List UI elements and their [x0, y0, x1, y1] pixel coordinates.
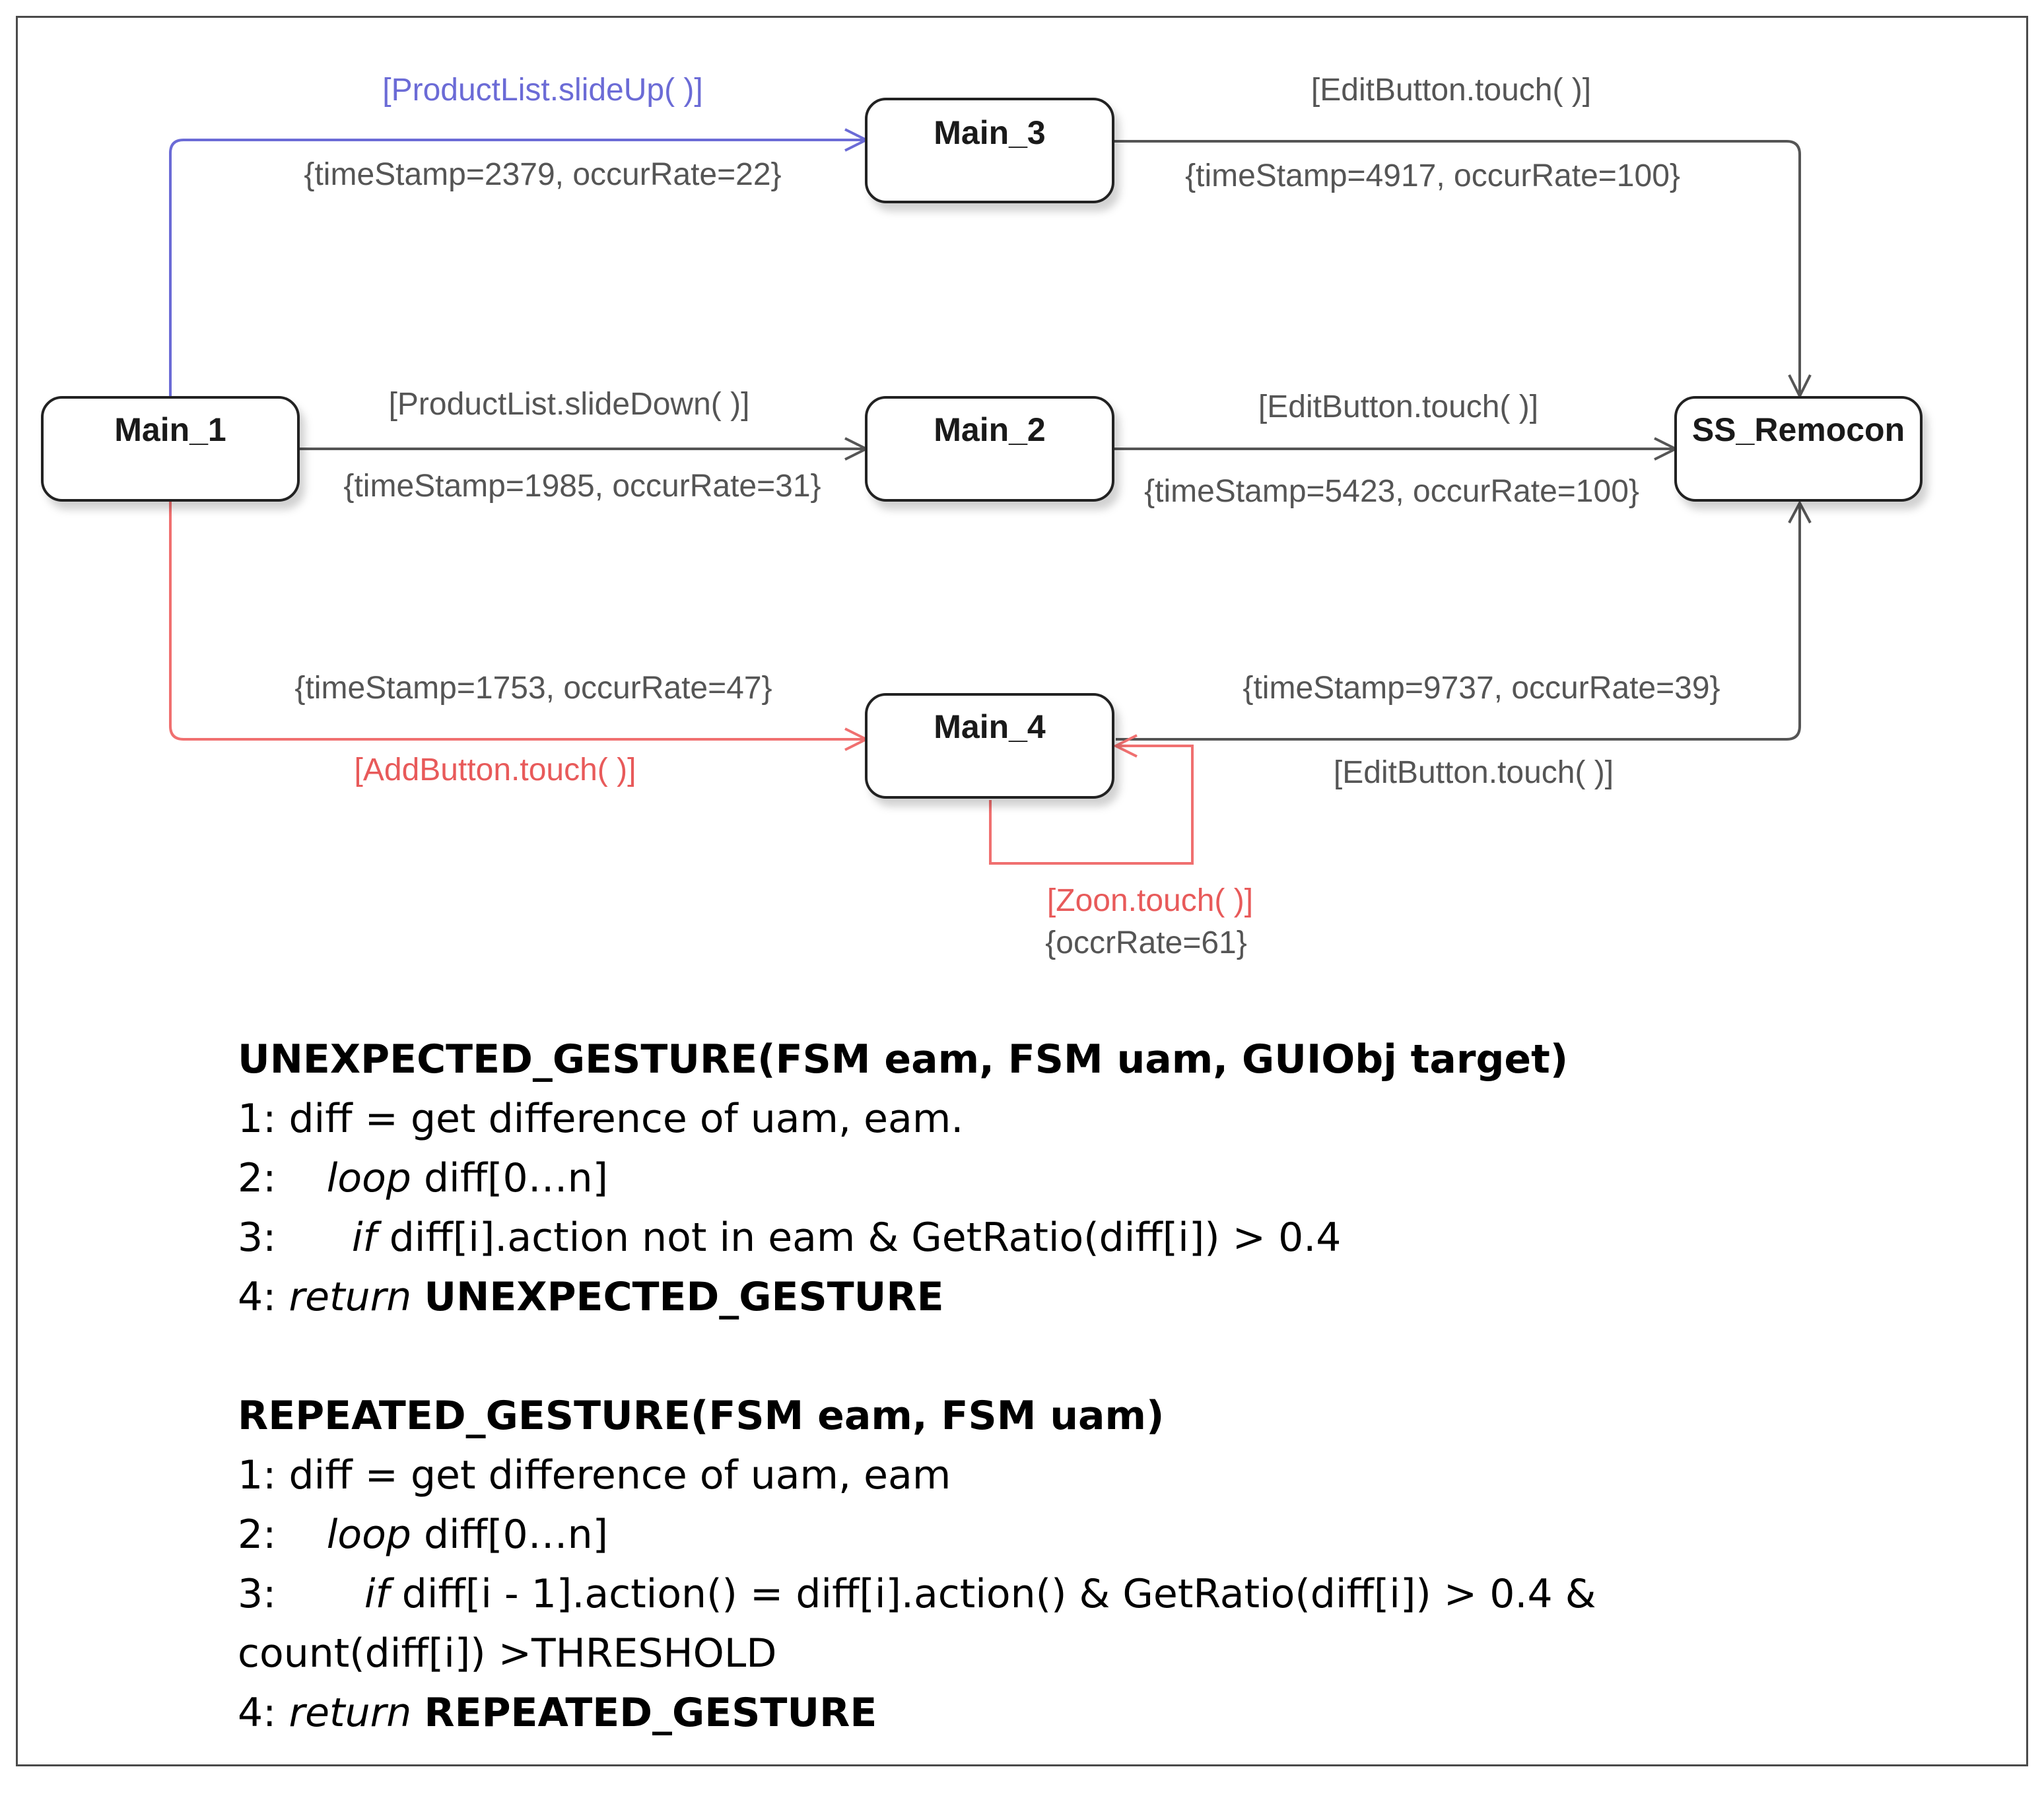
- algorithm-line: 4: return UNEXPECTED_GESTURE: [238, 1274, 944, 1320]
- state-main4: Main_4: [865, 693, 1114, 799]
- algorithm-line: 3: if diff[i - 1].action() = diff[i].act…: [238, 1571, 1596, 1617]
- algorithm-unexpected-gesture: UNEXPECTED_GESTURE(FSM eam, FSM uam, GUI…: [238, 1030, 1954, 1327]
- state-label: Main_4: [934, 708, 1046, 745]
- transition-action-label: [EditButton.touch( )]: [1258, 389, 1538, 424]
- algorithm-line: 4: return REPEATED_GESTURE: [238, 1690, 877, 1736]
- transition-action-label: [EditButton.touch( )]: [1311, 73, 1591, 108]
- algorithm-line: 1: diff = get difference of uam, eam: [238, 1452, 951, 1498]
- transition-stats-label: {timeStamp=5423, occurRate=100}: [1144, 474, 1639, 509]
- algorithms: UNEXPECTED_GESTURE(FSM eam, FSM uam, GUI…: [238, 1030, 1954, 1802]
- transition-stats-label: {occrRate=61}: [1045, 925, 1247, 960]
- transition-action-label: [AddButton.touch( )]: [355, 752, 636, 787]
- transition-action-label: [ProductList.slideDown( )]: [389, 387, 750, 422]
- state-label: Main_1: [114, 411, 226, 448]
- edge-main1-main4: [169, 502, 869, 751]
- state-ss-remocon: SS_Remocon: [1674, 396, 1923, 502]
- transition-stats-label: {timeStamp=1985, occurRate=31}: [343, 469, 821, 504]
- arrowhead-icon: [1788, 500, 1812, 523]
- algorithm-line: 2: loop diff[0…n]: [238, 1155, 609, 1201]
- transition-stats-label: {timeStamp=2379, occurRate=22}: [304, 157, 781, 192]
- algorithm-line: count(diff[i]) >THRESHOLD: [238, 1630, 777, 1677]
- transition-stats-label: {timeStamp=4917, occurRate=100}: [1185, 158, 1680, 193]
- state-diagram: Main_1 Main_3 Main_2 Main_4 SS_Remocon […: [41, 73, 1923, 960]
- algorithm-line: 2: loop diff[0…n]: [238, 1512, 609, 1558]
- transition-action-label: [Zoon.touch( )]: [1047, 883, 1253, 918]
- state-main3: Main_3: [865, 98, 1114, 203]
- state-label: SS_Remocon: [1692, 411, 1905, 448]
- transition-action-label: [EditButton.touch( )]: [1334, 755, 1614, 790]
- transition-stats-label: {timeStamp=1753, occurRate=47}: [294, 671, 772, 706]
- state-main2: Main_2: [865, 396, 1114, 502]
- edge-main4-self: [989, 734, 1194, 865]
- algorithm-repeated-gesture: REPEATED_GESTURE(FSM eam, FSM uam) 1: di…: [238, 1386, 1954, 1743]
- algorithm-line: 3: if diff[i].action not in eam & GetRat…: [238, 1215, 1342, 1261]
- figure-frame: [16, 16, 2028, 1766]
- edge-ss-main4: [1116, 500, 1812, 741]
- state-main1: Main_1: [41, 396, 300, 502]
- algorithm-line: 1: diff = get difference of uam, eam.: [238, 1096, 964, 1142]
- transition-stats-label: {timeStamp=9737, occurRate=39}: [1243, 671, 1720, 706]
- state-label: Main_2: [934, 411, 1046, 448]
- arrowhead-icon: [1112, 734, 1138, 758]
- edge-main2-ss: [1114, 437, 1679, 461]
- algorithm-title: REPEATED_GESTURE(FSM eam, FSM uam): [238, 1393, 1165, 1439]
- transition-action-label: [ProductList.slideUp( )]: [382, 73, 703, 108]
- edge-main1-main2: [300, 437, 869, 461]
- algorithm-title: UNEXPECTED_GESTURE(FSM eam, FSM uam, GUI…: [238, 1036, 1569, 1083]
- state-label: Main_3: [934, 114, 1046, 151]
